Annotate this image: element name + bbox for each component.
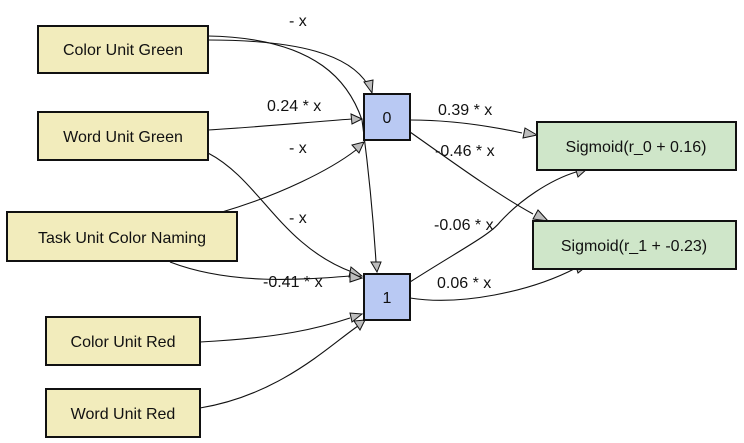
edge-label: 0.24 * x [267,98,321,115]
arrowhead [363,79,374,95]
node-box [37,25,209,74]
node-box [363,93,411,141]
node-label: Task Unit Color Naming [38,230,206,247]
edge-label: 0.39 * x [438,102,492,119]
arrowhead [349,312,364,323]
edge-label: - x [289,140,307,157]
node-label: Sigmoid(r_0 + 0.16) [566,139,707,156]
edge-h0-to-out1 [409,131,534,215]
edge-label: -0.06 * x [434,217,494,234]
edge-h1-to-out0 [409,171,577,283]
edge-label: - x [289,13,307,30]
node-word-unit-green: Word Unit Green [37,111,209,161]
edge-word-green-to-1 [207,152,353,273]
node-box [363,273,411,321]
edge-task-to-0 [221,149,357,213]
node-box [45,388,201,438]
node-sigmoid-0: Sigmoid(r_0 + 0.16) [536,121,737,171]
edge-color-green-to-1 [207,35,377,263]
node-label: Color Unit Red [71,334,176,351]
arrowhead [532,209,550,222]
node-label: Color Unit Green [63,42,183,59]
edge-label: -0.46 * x [435,143,495,160]
node-box [37,111,209,161]
edge-color-red-to-1 [199,317,351,343]
node-word-unit-red: Word Unit Red [45,388,201,438]
edge-labels: - x 0.24 * x - x - x -0.41 * x 0.39 * x … [263,13,495,292]
node-hidden-0: 0 [363,93,411,141]
arrowhead [350,113,364,125]
edge-label: 0.06 * x [437,275,491,292]
edge-word-red-to-1 [199,325,359,409]
node-box [532,220,737,270]
node-task-unit-color-naming: Task Unit Color Naming [6,211,238,262]
node-sigmoid-1: Sigmoid(r_1 + -0.23) [532,220,737,270]
node-box [6,211,238,262]
edge-label: - x [289,210,307,227]
node-box [536,121,737,171]
edge-h1-to-out1 [409,267,577,301]
edge-h0-to-out0 [409,119,523,134]
edge-task-to-1 [169,261,351,280]
node-hidden-1: 1 [363,273,411,321]
edge-label: -0.41 * x [263,274,323,291]
edges [169,35,577,409]
node-box [45,316,201,366]
arrowhead [522,127,539,139]
node-color-unit-green: Color Unit Green [37,25,209,74]
node-label: 1 [383,290,392,307]
arrowhead [370,261,382,274]
arrowhead [351,141,365,154]
arrowhead [349,271,364,283]
node-color-unit-red: Color Unit Red [45,316,201,366]
edge-color-green-to-0 [207,39,369,86]
node-label: Word Unit Red [71,406,176,423]
node-label: 0 [383,110,392,127]
edge-word-green-to-0 [207,118,353,131]
node-label: Word Unit Green [63,129,183,146]
node-label: Sigmoid(r_1 + -0.23) [561,238,707,255]
arrowhead [353,319,366,331]
